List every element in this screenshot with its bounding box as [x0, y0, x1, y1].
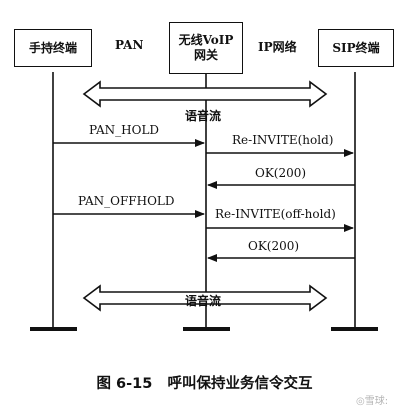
entity-label-handset: 手持终端 — [28, 40, 77, 55]
entity-label-sip: SIP终端 — [332, 40, 380, 55]
entity-label-gateway-line2: 网关 — [193, 48, 218, 62]
figure-title: 呼叫保持业务信令交互 — [167, 376, 313, 392]
entity-box-sip: SIP终端 — [318, 29, 394, 67]
message-label-reinvite-hold: Re-INVITE(hold) — [232, 133, 334, 147]
entity-box-gateway: 无线VoIP 网关 — [169, 22, 243, 74]
entity-label-gateway-line1: 无线VoIP — [178, 33, 234, 47]
network-label-pan: PAN — [115, 38, 144, 52]
voice-stream-arrow-1 — [82, 80, 328, 108]
voice-stream-label-1: 语音流 — [185, 109, 222, 123]
base-bar-sip — [331, 327, 378, 331]
message-label-pan-hold: PAN_HOLD — [89, 123, 160, 137]
entity-box-handset: 手持终端 — [14, 29, 92, 67]
message-label-reinvite-offhold: Re-INVITE(off-hold) — [215, 207, 336, 221]
figure-number: 图 6-15 — [96, 376, 153, 392]
figure-caption: 图 6-15 呼叫保持业务信令交互 — [0, 372, 409, 393]
voice-stream-arrow-2 — [82, 284, 328, 312]
base-bar-gateway — [183, 327, 230, 331]
base-bar-handset — [30, 327, 77, 331]
voice-stream-label-2: 语音流 — [185, 294, 222, 308]
diagram-canvas — [30, 72, 378, 331]
network-label-ip: IP网络 — [258, 40, 297, 54]
watermark: ◎雪球: — [356, 396, 389, 407]
message-label-pan-offhold: PAN_OFFHOLD — [78, 194, 175, 208]
message-label-ok-2: OK(200) — [248, 239, 300, 253]
message-label-ok-1: OK(200) — [255, 166, 307, 180]
